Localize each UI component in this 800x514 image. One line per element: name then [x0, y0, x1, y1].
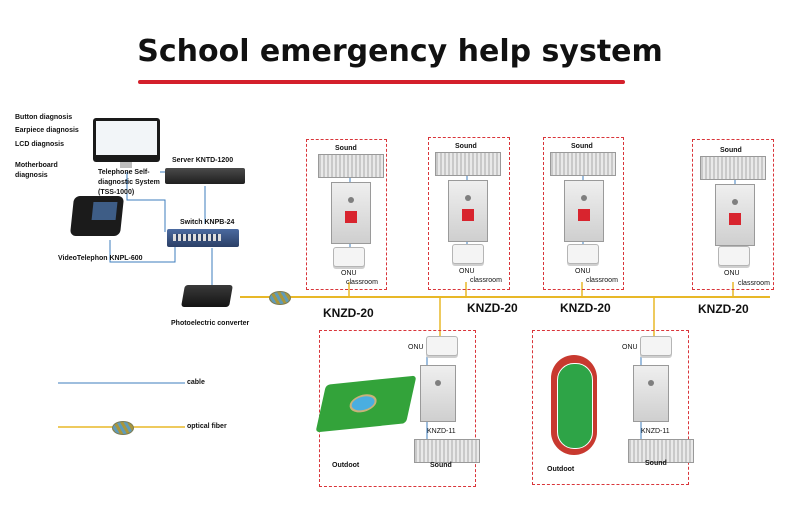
classroom-box-1 [306, 139, 387, 290]
videophone-label: VideoTelephon KNPL-600 [58, 255, 143, 262]
speaker-icon [414, 439, 480, 463]
onu-icon [640, 336, 672, 356]
videophone-icon [69, 196, 125, 236]
server-icon [165, 168, 245, 184]
room-label-1: classroom [346, 279, 378, 286]
onu-icon [333, 247, 365, 267]
speaker-icon [318, 154, 384, 178]
page-title: School emergency help system [137, 34, 663, 69]
onu-icon [718, 246, 750, 266]
outdoor-model-label-1: KNZD-11 [427, 428, 456, 435]
outdoor-onu-label-1: ONU [408, 344, 424, 351]
speaker-icon [550, 152, 616, 176]
onu-icon [567, 244, 599, 264]
monitor-icon [93, 118, 160, 162]
classroom-box-4 [692, 139, 774, 290]
outdoor-panel-icon [420, 365, 456, 422]
switch-icon [167, 229, 239, 247]
converter-label: Photoelectric converter [171, 320, 250, 327]
switch-label: Switch KNPB-24 [180, 219, 235, 226]
help-panel-icon [331, 182, 371, 244]
speaker-icon [628, 439, 694, 463]
outdoor-onu-label-2: ONU [622, 344, 638, 351]
outdoor-panel-icon [633, 365, 669, 422]
classroom-box-2 [428, 137, 510, 290]
converter-icon [181, 285, 233, 307]
model-label-3: KNZD-20 [560, 301, 611, 315]
model-label-2: KNZD-20 [467, 301, 518, 315]
model-label-1: KNZD-20 [323, 306, 374, 320]
cable-phone-switch [109, 240, 176, 263]
onu-label-4: ONU [724, 270, 740, 277]
outdoor-place-label-2: Outdoot [547, 466, 575, 473]
diag-button: Button diagnosis [15, 114, 73, 121]
diag-motherboard: Motherboard diagnosis [15, 162, 58, 179]
outdoor-sound-label-1: Sound [430, 462, 452, 469]
fiber-node-icon [269, 291, 291, 305]
sound-label-1: Sound [335, 145, 357, 152]
onu-icon [426, 336, 458, 356]
sound-label-3: Sound [571, 143, 593, 150]
room-label-2: classroom [470, 277, 502, 284]
sound-label-2: Sound [455, 143, 477, 150]
outdoor-place-label-1: Outdoot [332, 462, 360, 469]
legend-fiber-node-icon [112, 421, 134, 435]
cable-tss-switch [126, 172, 166, 232]
tss-label: Telephone Self-diagnostic System(TSS-100… [98, 169, 160, 196]
help-panel-icon [715, 184, 755, 246]
track-field-icon [551, 355, 597, 455]
model-label-4: KNZD-20 [698, 302, 749, 316]
speaker-icon [435, 152, 501, 176]
onu-label-2: ONU [459, 268, 475, 275]
room-label-4: classroom [738, 280, 770, 287]
outdoor-box-2 [532, 330, 689, 485]
outdoor-model-label-2: KNZD-11 [641, 428, 670, 435]
help-panel-icon [448, 180, 488, 242]
outdoor-sound-label-2: Sound [645, 460, 667, 467]
help-panel-icon [564, 180, 604, 242]
legend-cable-label: cable [187, 379, 205, 386]
onu-label-1: ONU [341, 270, 357, 277]
outdoor-box-1 [319, 330, 476, 487]
classroom-box-3 [543, 137, 624, 290]
onu-label-3: ONU [575, 268, 591, 275]
diag-lcd: LCD diagnosis [15, 141, 65, 148]
title-underline [138, 80, 625, 84]
server-label: Server KNTD-1200 [172, 157, 234, 164]
speaker-icon [700, 156, 766, 180]
diag-earpiece: Earpiece diagnosis [15, 127, 79, 134]
monitor-stand-icon [120, 162, 132, 168]
room-label-3: classroom [586, 277, 618, 284]
sound-label-4: Sound [720, 147, 742, 154]
legend-fiber-label: optical fiber [187, 423, 227, 430]
onu-icon [452, 244, 484, 264]
